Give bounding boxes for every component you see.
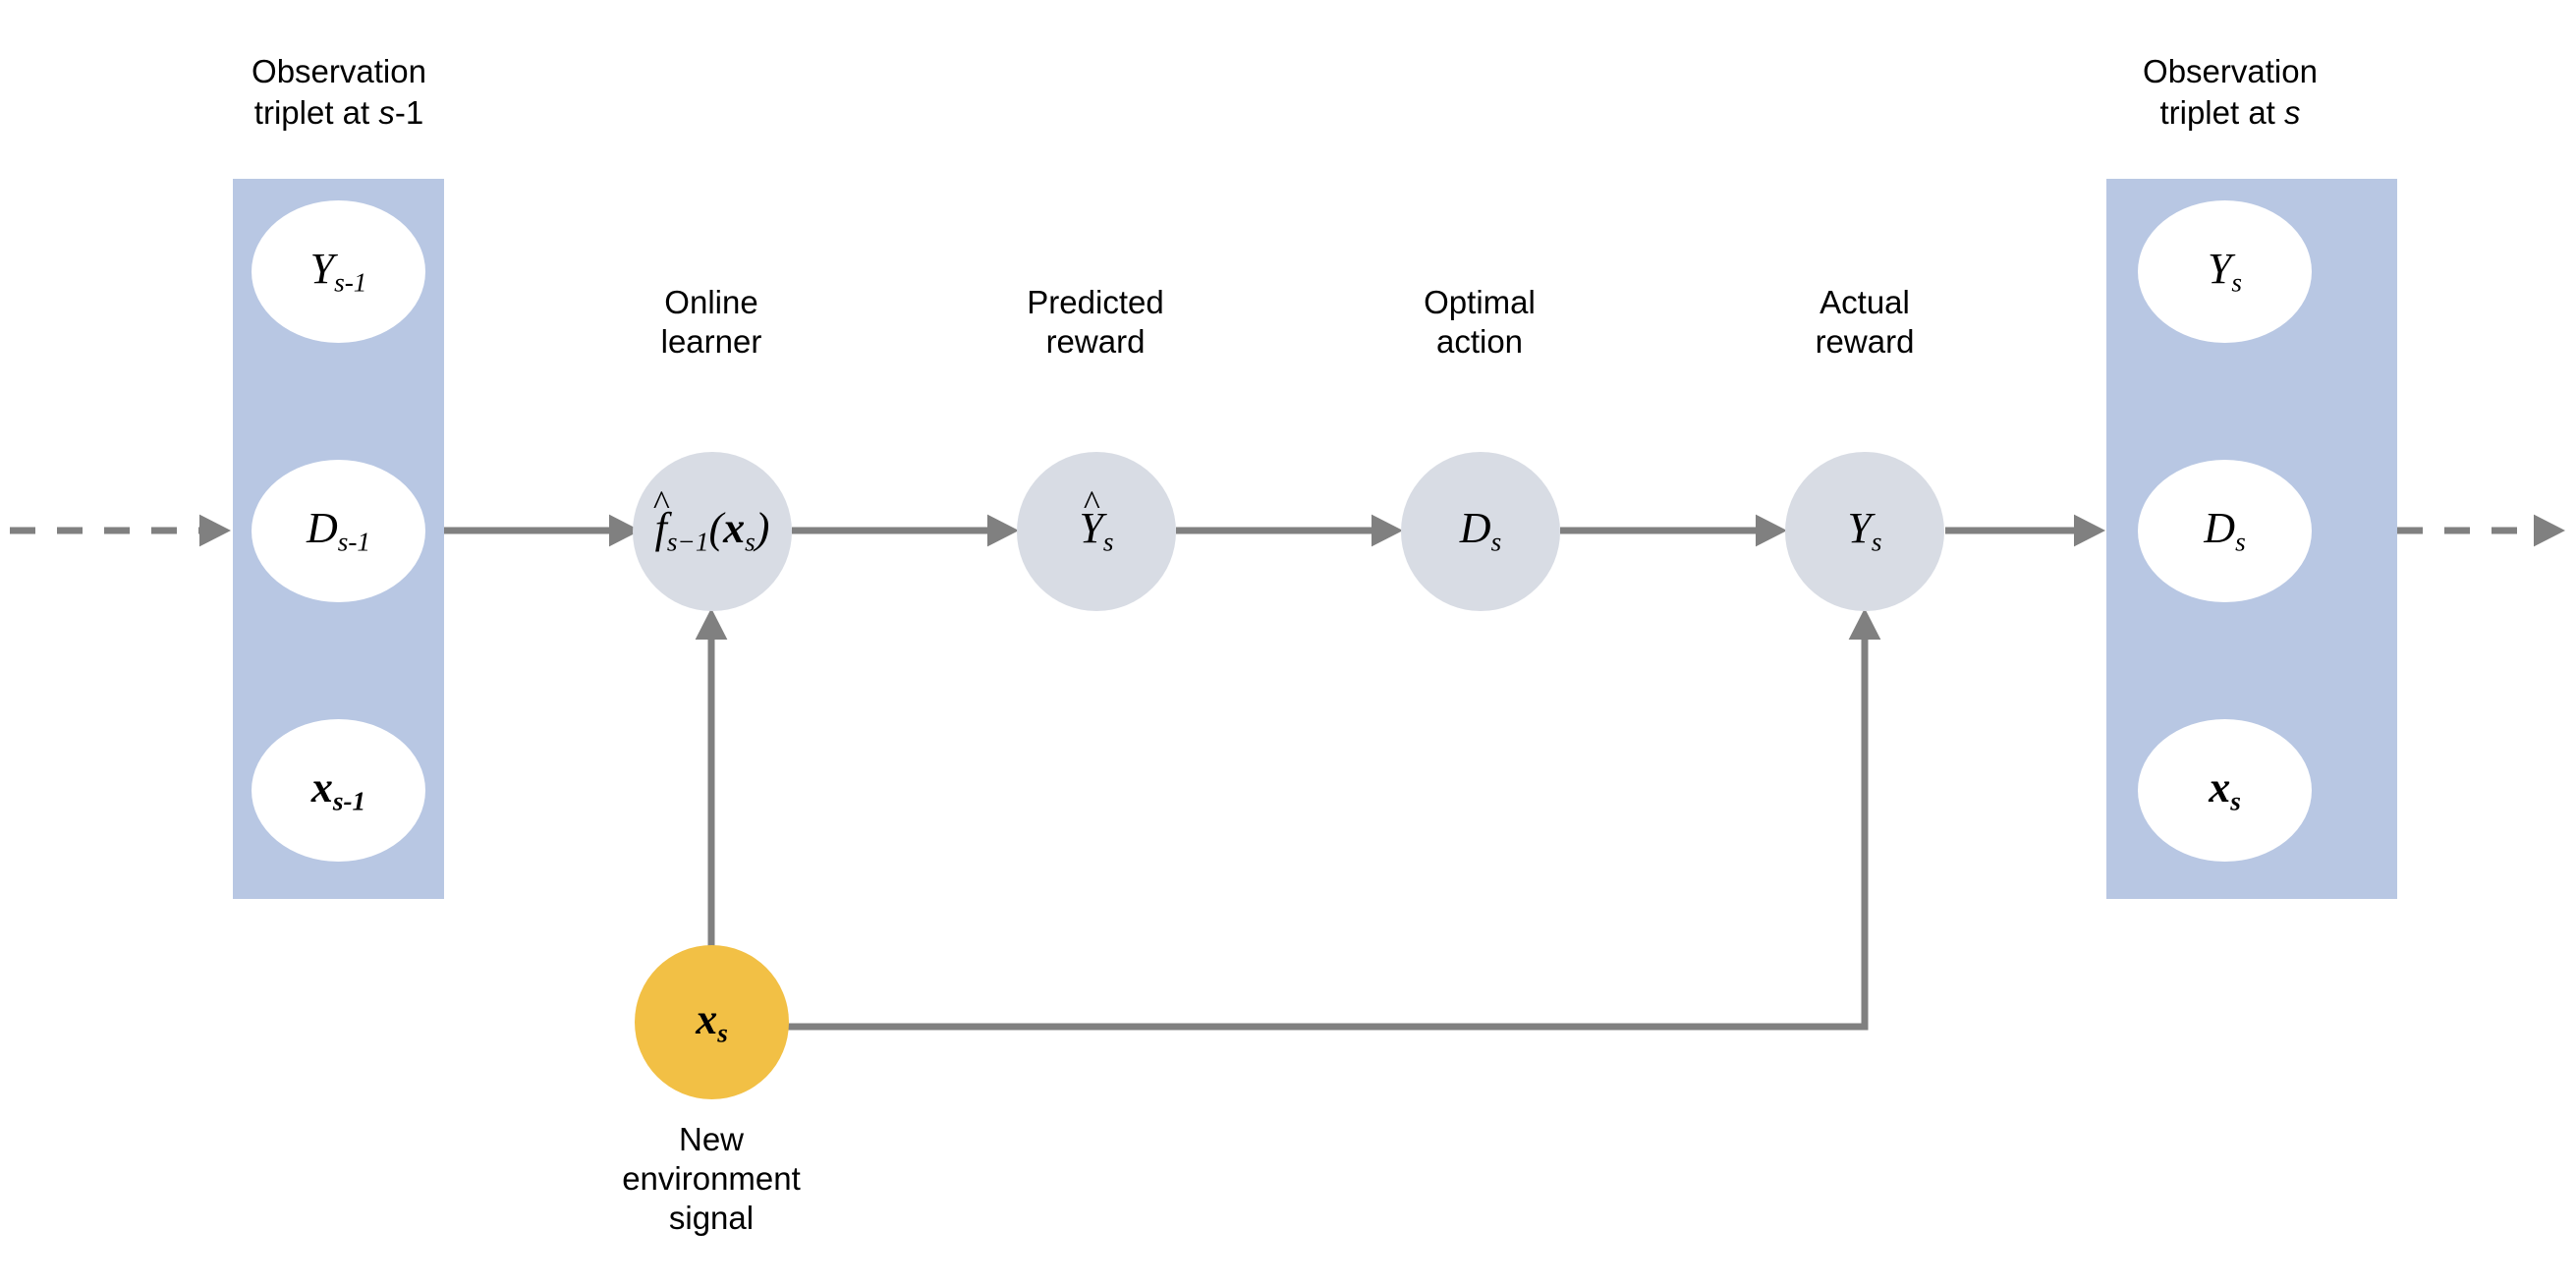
observation-triplet-cur-title-line2: triplet at s — [2159, 94, 2301, 131]
node-D-prev[interactable]: Ds-1 — [252, 460, 425, 602]
node-x-prev-label: xs-1 — [310, 762, 366, 816]
observation-triplet-cur-title: Observation triplet at s — [2112, 51, 2348, 134]
observation-triplet-prev-title: Observation triplet at s-1 — [233, 51, 445, 134]
node-new-environment-signal-label: xs — [696, 994, 728, 1048]
node-x-prev[interactable]: xs-1 — [252, 719, 425, 862]
node-x-cur-label: xs — [2209, 762, 2241, 816]
caption-new-environment-signal: New environment signal — [622, 1121, 801, 1236]
edge-signal-to-actual — [786, 607, 1881, 1031]
node-predicted-reward[interactable]: ^Ys — [1017, 452, 1176, 611]
node-Y-cur[interactable]: Ys — [2138, 200, 2312, 343]
caption-actual-reward: Actual reward — [1815, 284, 1915, 360]
node-predicted-reward-label: ^Ys — [1079, 483, 1114, 557]
node-online-learner[interactable]: ^fs−1(xs) — [633, 452, 792, 611]
node-Y-prev-label: Ys-1 — [309, 244, 367, 298]
node-Y-cur-label: Ys — [2207, 244, 2243, 298]
node-D-cur[interactable]: Ds — [2138, 460, 2312, 602]
node-x-cur[interactable]: xs — [2138, 719, 2312, 862]
node-actual-reward-label: Ys — [1847, 504, 1882, 557]
node-optimal-action[interactable]: Ds — [1401, 452, 1560, 611]
node-optimal-action-label: Ds — [1459, 504, 1502, 557]
observation-triplet-cur-title-line1: Observation — [2143, 53, 2318, 89]
node-D-cur-label: Ds — [2204, 503, 2246, 557]
caption-optimal-action: Optimal action — [1424, 284, 1536, 360]
node-D-prev-label: Ds-1 — [306, 503, 371, 557]
node-actual-reward[interactable]: Ys — [1785, 452, 1944, 611]
caption-online-learner: Online learner — [660, 284, 762, 360]
node-online-learner-label: ^fs−1(xs) — [652, 483, 770, 557]
caption-predicted-reward: Predicted reward — [1027, 284, 1164, 360]
observation-triplet-prev-title-line1: Observation — [252, 53, 426, 89]
node-Y-prev[interactable]: Ys-1 — [252, 200, 425, 343]
observation-triplet-prev-title-line2: triplet at s-1 — [253, 94, 424, 131]
node-new-environment-signal[interactable]: xs — [635, 945, 789, 1099]
